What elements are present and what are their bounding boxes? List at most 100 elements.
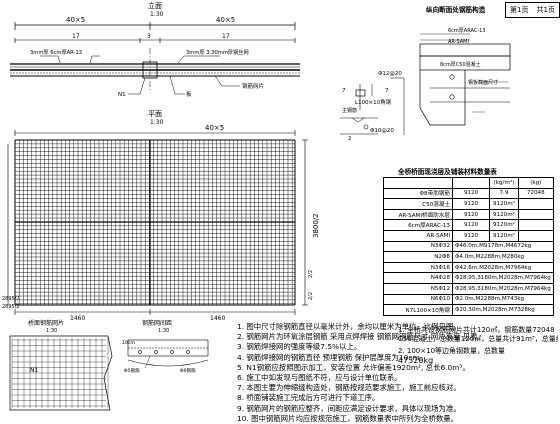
table-cell: 9120 (451, 208, 491, 221)
section-detail-title: 钢筋网间距 (142, 319, 172, 327)
plan-dimensions (14, 130, 308, 315)
elevation-dim-right: 40×5 (216, 16, 235, 24)
note-2: 2. 钢筋网片为环氧涂层钢筋 采用点焊焊接 钢筋网钢筋尺寸 网片高度 见表。 (237, 332, 485, 342)
table-cell: (kg) (517, 177, 554, 189)
mesh-detail-outline (9, 335, 113, 411)
elevation-tag-2: 板 (186, 90, 192, 98)
table-cell: N4Φ28 (383, 272, 453, 284)
joint-dim-a: 7 (342, 88, 346, 94)
note-10: 10. 图中钢筋网片均应按规范施工，钢筋数量表中所列为全桥数量。 (237, 413, 459, 423)
plan-dim-bottom-right: 1460 (210, 315, 225, 322)
table-cell: 9120m² (489, 208, 519, 221)
joint-layer-1: 6cm厚ARAC-13 (448, 28, 485, 34)
right-notes: 1. 全桥共设钢筋网片共计120㎡，钢筋数量72048 C50混凝土，总数量12… (398, 326, 558, 365)
plan-scale: 1:30 (150, 119, 164, 126)
elevation-tag-3: 钢筋网片 (242, 82, 264, 90)
plan-dim-span: 40×5 (205, 124, 224, 132)
table-cell: 9120m² (489, 229, 519, 242)
table-cell: N3Φ32 (383, 240, 453, 253)
section-label-b: Φ5钢筋 (124, 367, 140, 374)
sheet-page: 第1页 (510, 6, 529, 14)
table-cell: N5Φ12 (383, 282, 453, 295)
note-5: 5. N1钢筋应按照图示加工，安装位置 允许偏差1920m², 总长6.0m³。 (237, 362, 470, 372)
plan-label: 平面 (148, 110, 162, 118)
table-cell: Φ2.0m,M2288m,M743kg (452, 293, 554, 306)
note-9: 9. 钢筋网片的钢筋应整齐，间距应满足设计要求，具体以现场为准。 (237, 403, 461, 413)
table-cell (517, 208, 554, 221)
joint-dim-b: 7 (385, 88, 389, 94)
right-note-2: C50混凝土，总数量120㎡，总量共计91m³，总量约以 (398, 335, 558, 343)
table-cell: 9120 (451, 219, 491, 231)
sheet-total: 共1页 (536, 6, 555, 14)
joint-layer-4: 钢板截面尺寸 (468, 79, 498, 86)
table-cell: 6cm厚ARAC-13 (383, 219, 453, 231)
table-cell: Φ42.6m,M2028m,M7964kg (452, 261, 554, 274)
note-4: 4. 钢筋焊接网的钢筋直径 预埋钢筋 保护层厚度为10cm。 (237, 352, 427, 362)
section-label-c: Φ6钢筋 (180, 367, 196, 374)
notes-block: 1. 图中尺寸除钢筋直径以毫米计外，余均以厘米为单位。比例见图。 2. 钢筋网片… (237, 322, 557, 424)
table-cell: 9120 (451, 229, 491, 242)
mesh-detail-scale: 1:30 (46, 328, 57, 334)
table-cell (517, 198, 554, 210)
material-table-title: 全桥桥面现浇层及铺装材料数量表 (398, 168, 497, 176)
table-cell: 9120m³ (489, 198, 519, 210)
joint-layer-2: AR-SAMI (448, 39, 469, 45)
table-cell: N2Φ8 (383, 251, 453, 263)
elevation-tag-1: N1 (118, 92, 126, 98)
table-cell (517, 219, 554, 231)
table-cell: Φ28.95,3180m,M2028m,M7964kg (452, 282, 554, 295)
table-cell (383, 177, 453, 189)
table-cell: 9120 (451, 187, 491, 200)
note-1: 1. 图中尺寸除钢筋直径以毫米计外，余均以厘米为单位。比例见图。 (237, 322, 461, 331)
joint-rebar-a: Φ12@20 (378, 71, 402, 77)
table-cell: Φ8带肋钢筋 (383, 187, 453, 200)
elevation-scale: 1:30 (150, 11, 164, 18)
elevation-view (10, 22, 300, 95)
joint-angle: L100×10角钢 (355, 98, 392, 106)
sheet-header: 第1页 共1页 (505, 2, 560, 18)
table-cell: C50混凝土 (383, 198, 453, 210)
note-3: 3. 钢筋焊接网的强度等级7.5%以上。 (237, 342, 362, 352)
table-cell: AR-SAMI (383, 229, 453, 242)
right-note-1: 1. 全桥共设钢筋网片共计120㎡，钢筋数量72048 (398, 326, 555, 334)
plan-rebar-grid (7, 139, 296, 306)
section-detail-scale: 1:30 (158, 328, 169, 334)
plan-dim-small-a: 2/2 (308, 270, 314, 278)
plan-dim-left-b: 2895/2 (2, 304, 20, 310)
joint-side-label: 主钢筋 (342, 107, 357, 114)
plan-dim-small-b: 2/2 (308, 292, 314, 300)
table-cell: N3Φ16 (383, 261, 453, 274)
table-cell: Φ20.30m,M2028m,M7328kg (452, 304, 554, 316)
joint-detail-title: 纵向断面处钢筋构造 (426, 5, 486, 14)
note-6: 6. 施工中如发现与图纸不符，应与设计单位联系。 (237, 373, 402, 383)
mesh-detail-grid (11, 338, 109, 408)
table-cell: Φ28.95,3180m,M2028m,M7964kg (452, 272, 554, 284)
table-cell: 7.9 (489, 187, 519, 200)
table-cell: 9120 (451, 198, 491, 210)
table-cell (517, 229, 554, 242)
elevation-note-left: 3mm厚 6cm厚AR-13 (30, 49, 82, 56)
right-note-4: 47320kg (398, 356, 434, 365)
plan-dim-left-a: 2895/2 (2, 296, 20, 302)
elevation-dim-a: 17 (72, 33, 80, 40)
elevation-dim-c: 17 (222, 33, 230, 40)
joint-dim-c: 2 (348, 136, 352, 142)
table-cell (451, 177, 491, 189)
table-cell: N7L100×10角钢 (383, 304, 453, 316)
section-label-a: 10cm (122, 340, 135, 346)
table-cell: AR-SAMI桥面防水层 (383, 208, 453, 221)
joint-rebar-b: Φ10@20 (370, 128, 394, 134)
mesh-detail-title: 桥面钢筋网片 (28, 319, 64, 327)
joint-detail (340, 33, 511, 135)
